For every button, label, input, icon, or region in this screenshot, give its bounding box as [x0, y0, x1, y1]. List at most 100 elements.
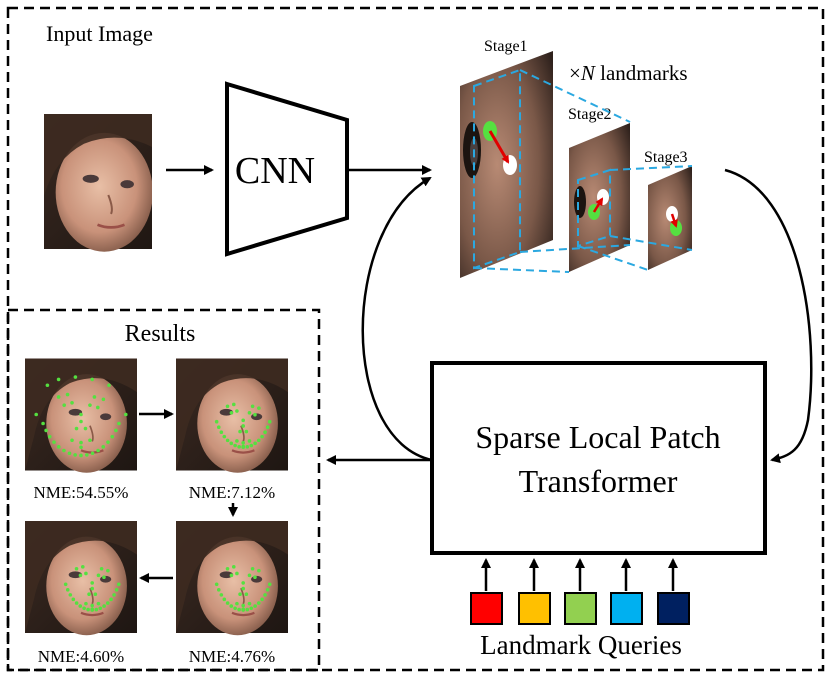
landmark-dot — [90, 586, 94, 591]
landmark-dot — [67, 451, 72, 456]
landmark-dot — [70, 401, 74, 405]
landmark-dot — [99, 566, 104, 571]
landmark-dot — [222, 597, 227, 602]
landmark-dot — [231, 565, 236, 569]
query-token-1 — [470, 558, 503, 625]
landmark-dot — [96, 405, 100, 410]
landmark-dot — [56, 377, 61, 382]
landmark-dot — [106, 568, 110, 573]
landmark-dot — [87, 592, 91, 597]
result-image-3 — [25, 519, 137, 636]
result-nme-2: NME:7.12% — [189, 483, 275, 502]
query-token-3 — [564, 558, 597, 625]
landmark-dot — [225, 404, 230, 409]
landmark-dot — [45, 383, 50, 388]
landmark-dot — [256, 601, 261, 605]
landmark-dot — [96, 448, 100, 453]
landmark-dot — [265, 588, 270, 592]
landmark-dot — [116, 582, 121, 587]
landmark-dot — [247, 439, 252, 443]
landmark-dot — [247, 601, 252, 606]
landmark-dot — [237, 445, 241, 449]
landmark-dot — [90, 608, 94, 612]
landmarks-count-label: ×N landmarks — [569, 61, 688, 85]
landmark-dot — [241, 441, 245, 445]
landmark-dot — [82, 606, 86, 611]
landmark-dot — [114, 428, 118, 433]
landmark-dot — [238, 429, 242, 434]
landmark-dot — [65, 588, 70, 592]
landmark-dot — [41, 421, 45, 426]
landmark-dot — [109, 597, 113, 602]
stage2-landmark-markers — [588, 189, 609, 220]
landmark-dot — [79, 445, 83, 450]
landmark-dot — [244, 429, 249, 434]
landmark-dot — [233, 606, 237, 611]
landmark-dot — [219, 593, 224, 597]
landmark-dot — [90, 603, 94, 608]
stage1-label: Stage1 — [484, 38, 528, 55]
landmark-dot — [56, 445, 61, 449]
landmark-dot — [110, 434, 115, 439]
landmark-dot — [34, 412, 38, 417]
landmark-dot — [71, 597, 76, 602]
landmark-dot — [253, 575, 257, 580]
landmark-queries-label: Landmark Queries — [480, 630, 682, 660]
landmark-dot — [229, 441, 234, 446]
landmark-dot — [235, 409, 239, 413]
landmark-dot — [70, 438, 74, 443]
landmark-dot — [253, 604, 257, 608]
landmark-dot — [267, 582, 272, 587]
landmark-dot — [249, 606, 254, 611]
landmark-dot — [102, 575, 106, 580]
landmark-dot — [44, 428, 48, 433]
landmark-dot — [106, 440, 110, 444]
landmark-dot — [247, 411, 252, 415]
landmark-dot — [85, 453, 89, 457]
input-face-image — [30, 114, 165, 252]
landmark-dot — [241, 424, 245, 428]
landmark-dot — [96, 573, 101, 578]
landmark-dot — [256, 438, 261, 443]
landmark-dot — [79, 453, 83, 458]
landmark-dot — [74, 426, 79, 431]
landmark-dot — [105, 601, 110, 605]
landmark-dot — [90, 377, 94, 382]
landmark-dot — [245, 607, 250, 612]
landmark-dot — [257, 568, 261, 573]
landmark-dot — [245, 445, 250, 449]
landmark-dot — [244, 592, 249, 597]
landmark-dot — [253, 412, 257, 417]
landmark-dot — [216, 588, 221, 592]
cnn-label: CNN — [235, 150, 315, 192]
landmark-dot — [78, 573, 83, 578]
landmark-dot — [267, 419, 272, 424]
arrow-stages-to-transformer — [724, 168, 813, 464]
landmark-dot — [249, 443, 254, 448]
landmark-query-tokens — [470, 558, 690, 625]
query-token-2 — [518, 558, 551, 625]
landmark-dot — [241, 445, 245, 450]
landmark-dot — [229, 573, 234, 578]
landmark-dot — [79, 419, 83, 424]
landmark-dot — [250, 566, 255, 571]
query-token-5 — [657, 558, 690, 625]
landmark-dot — [241, 586, 245, 591]
landmark-dot — [263, 430, 267, 435]
landmark-dot — [260, 597, 264, 602]
landmark-dot — [219, 430, 224, 435]
result-nme-4: NME:4.76% — [189, 647, 275, 666]
landmark-dot — [235, 439, 239, 443]
landmark-dot — [74, 566, 79, 571]
landmark-dot — [112, 593, 116, 597]
landmark-dot — [101, 445, 106, 449]
landmark-dot — [90, 451, 95, 456]
landmark-dot — [62, 448, 66, 453]
landmark-dot — [102, 604, 106, 608]
outer-frame — [6, 6, 825, 672]
landmark-dot — [92, 395, 97, 399]
landmark-dot — [263, 593, 267, 597]
landmark-dot — [84, 571, 88, 576]
landmark-dot — [88, 403, 92, 407]
landmark-dot — [233, 443, 237, 448]
